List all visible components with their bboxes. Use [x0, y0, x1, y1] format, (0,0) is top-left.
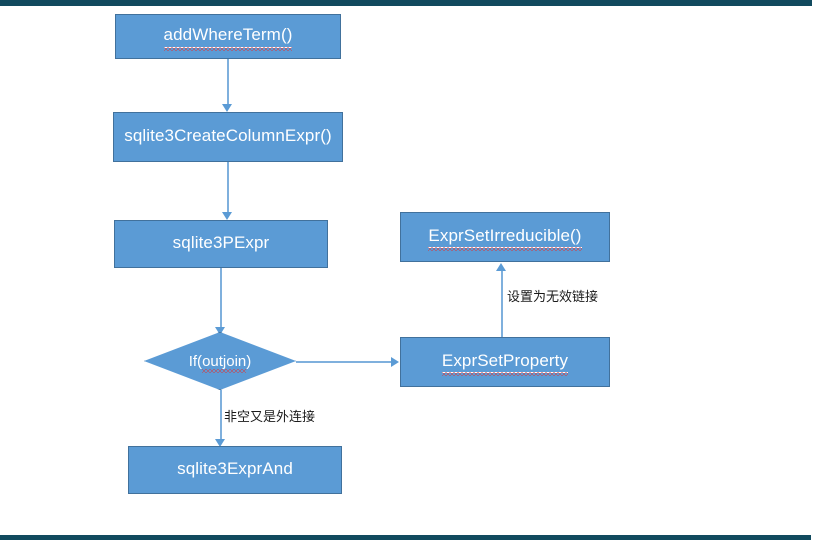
arrowhead-down-icon: [222, 212, 232, 220]
edge-if-outjoin-to-expr-set-property: [296, 361, 392, 363]
node-label: ExprSetProperty: [441, 351, 569, 377]
arrowhead-down-icon: [215, 327, 225, 335]
node-add-where-term[interactable]: addWhereTerm(): [115, 14, 341, 59]
node-expr-set-property[interactable]: ExprSetProperty: [400, 337, 610, 387]
top-rule: [0, 0, 812, 6]
edge-pexpr-to-if-outjoin: [220, 268, 222, 330]
node-sqlite3-pexpr[interactable]: sqlite3PExpr: [114, 220, 328, 268]
bottom-rule: [0, 535, 811, 540]
arrowhead-up-icon: [496, 263, 506, 271]
node-sqlite3-create-column-expr[interactable]: sqlite3CreateColumnExpr(): [113, 112, 343, 162]
node-label: sqlite3CreateColumnExpr(): [124, 126, 332, 146]
node-label: addWhereTerm(): [163, 25, 293, 52]
node-expr-set-irreducible[interactable]: ExprSetIrreducible(): [400, 212, 610, 262]
edge-expr-set-property-to-irreducible: [501, 271, 503, 337]
if-outjoin-suffix: ): [246, 352, 252, 370]
node-sqlite3-expr-and[interactable]: sqlite3ExprAnd: [128, 446, 342, 494]
node-label: sqlite3ExprAnd: [177, 459, 293, 479]
node-label: sqlite3PExpr: [172, 233, 270, 253]
arrowhead-down-icon: [215, 439, 225, 447]
if-outjoin-misspelled-word: outjoin: [202, 352, 247, 373]
node-if-outjoin[interactable]: If(outjoin): [144, 332, 296, 390]
if-outjoin-prefix: If(: [188, 352, 203, 370]
node-label: ExprSetIrreducible(): [428, 226, 582, 252]
edge-label-outjoin-true: 非空又是外连接: [224, 410, 316, 425]
node-label: If(outjoin): [144, 332, 296, 390]
arrowhead-right-icon: [391, 357, 399, 367]
arrowhead-down-icon: [222, 104, 232, 112]
edge-if-outjoin-to-expr-and: [220, 390, 222, 442]
edge-add-where-term-to-create-column-expr: [227, 59, 229, 105]
edge-create-column-expr-to-pexpr: [227, 162, 229, 214]
edge-label-set-invalid-link: 设置为无效链接: [507, 290, 599, 305]
